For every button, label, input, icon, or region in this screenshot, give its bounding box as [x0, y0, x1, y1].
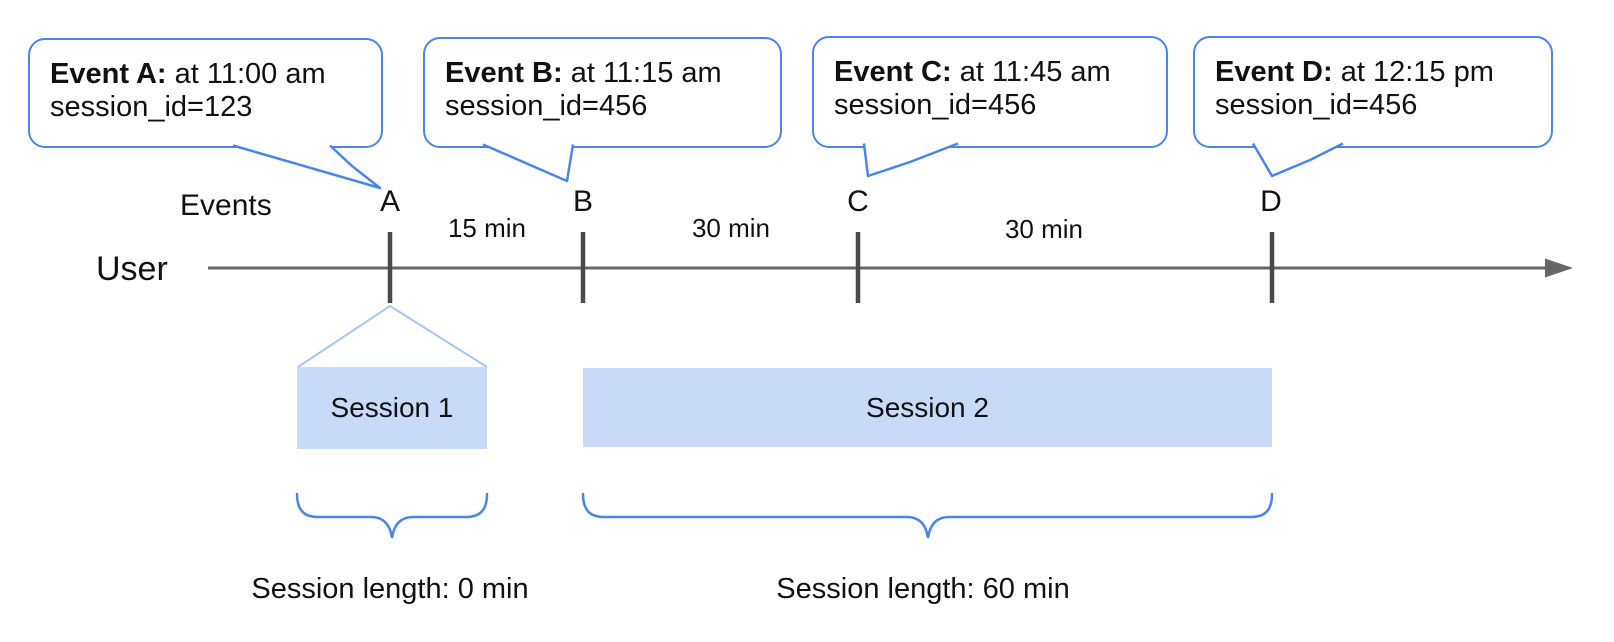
callout-event-a: Event A: at 11:00 am session_id=123 — [28, 38, 383, 148]
session-2-label: Session 2 — [866, 391, 989, 423]
session-2-length-label: Session length: 60 min — [776, 573, 1070, 605]
callout-event-c: Event C: at 11:45 am session_id=456 — [812, 36, 1168, 148]
event-c-time: at 11:45 am — [951, 56, 1111, 88]
events-row-label: Events — [180, 189, 272, 222]
callout-tail-d — [1251, 142, 1344, 178]
callout-line-1: Event C: at 11:45 am — [834, 56, 1148, 89]
callout-line-1: Event D: at 12:15 pm — [1215, 56, 1533, 89]
callout-event-d-text: Event D: at 12:15 pm session_id=456 — [1195, 38, 1551, 122]
event-d-title: Event D: — [1215, 56, 1333, 88]
event-marker-d: D — [1260, 185, 1282, 218]
session-1-length-label: Session length: 0 min — [251, 573, 529, 605]
callout-tail-b — [482, 143, 575, 183]
session-2-box: Session 2 — [583, 368, 1272, 447]
session-1-label: Session 1 — [330, 392, 454, 423]
session-1-funnel-line-left — [297, 305, 391, 368]
session-1-box: Session 1 — [297, 367, 487, 449]
callout-line-1: Event A: at 11:00 am — [50, 58, 363, 91]
session-2-brace — [581, 492, 1274, 539]
event-a-time: at 11:00 am — [166, 58, 326, 90]
event-c-title: Event C: — [834, 56, 952, 88]
interval-c-d: 30 min — [1004, 214, 1084, 244]
event-b-title: Event B: — [445, 57, 563, 89]
session-1-brace — [295, 492, 489, 539]
callout-event-c-text: Event C: at 11:45 am session_id=456 — [814, 38, 1166, 122]
callout-line-2: session_id=123 — [50, 91, 253, 123]
interval-a-b: 15 min — [447, 213, 527, 243]
callout-event-a-text: Event A: at 11:00 am session_id=123 — [30, 40, 381, 124]
callout-event-b-text: Event B: at 11:15 am session_id=456 — [425, 39, 780, 123]
event-marker-c: C — [847, 185, 869, 218]
event-marker-b: B — [572, 185, 594, 218]
event-b-time: at 11:15 am — [562, 57, 722, 89]
callout-line-2: session_id=456 — [445, 90, 648, 122]
timeline-arrowhead-icon — [1545, 258, 1573, 278]
callout-event-b: Event B: at 11:15 am session_id=456 — [423, 37, 782, 148]
event-a-title: Event A: — [50, 58, 167, 90]
callout-line-2: session_id=456 — [1215, 89, 1418, 121]
callout-tail-a — [232, 144, 382, 190]
session-1-funnel-line-right — [389, 305, 488, 368]
event-d-time: at 12:15 pm — [1332, 56, 1494, 88]
callout-line-1: Event B: at 11:15 am — [445, 57, 762, 90]
callout-line-2: session_id=456 — [834, 89, 1037, 121]
interval-b-c: 30 min — [691, 213, 771, 243]
user-row-label: User — [96, 250, 168, 288]
callout-tail-c — [862, 142, 959, 178]
event-marker-a: A — [379, 185, 401, 218]
callout-event-d: Event D: at 12:15 pm session_id=456 — [1193, 36, 1553, 148]
